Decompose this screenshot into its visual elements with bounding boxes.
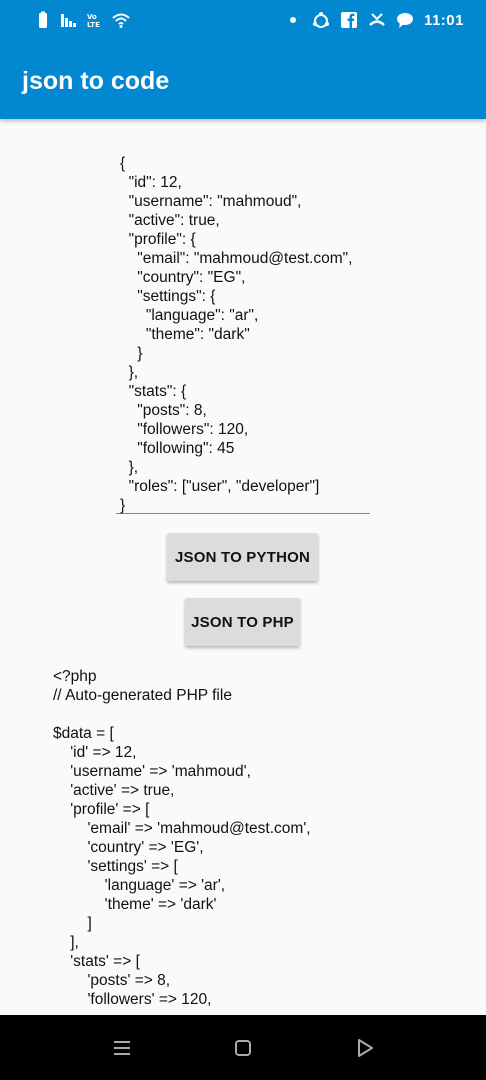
json-input-text[interactable]: { "id": 12, "username": "mahmoud", "acti…	[120, 155, 353, 514]
json-input-field[interactable]: { "id": 12, "username": "mahmoud", "acti…	[116, 152, 370, 514]
dot-icon	[289, 17, 296, 23]
wifi-icon	[112, 13, 130, 28]
missed-call-icon	[369, 13, 385, 26]
battery-icon	[39, 11, 47, 28]
home-icon[interactable]	[232, 1037, 254, 1059]
sync-icon	[312, 12, 329, 28]
status-time: 11:01	[423, 11, 464, 29]
app-bar: json to code	[0, 43, 486, 119]
facebook-icon	[340, 12, 357, 28]
svg-text:Vo: Vo	[87, 13, 97, 21]
navigation-bar	[0, 1015, 486, 1080]
chat-icon	[396, 13, 413, 28]
json-to-php-button[interactable]: JSON TO PHP	[185, 598, 300, 646]
php-output-text: <?php // Auto-generated PHP file $data =…	[53, 668, 311, 1008]
json-to-python-button[interactable]: JSON TO PYTHON	[167, 533, 318, 581]
back-icon[interactable]	[354, 1037, 376, 1059]
php-output-panel: <?php // Auto-generated PHP file $data =…	[53, 667, 473, 1015]
signal-icon	[61, 14, 76, 27]
app-title: json to code	[22, 67, 170, 95]
status-right-icons: 11:01	[284, 11, 464, 29]
menu-icon[interactable]	[111, 1037, 133, 1059]
svg-text:LTE: LTE	[87, 21, 100, 29]
